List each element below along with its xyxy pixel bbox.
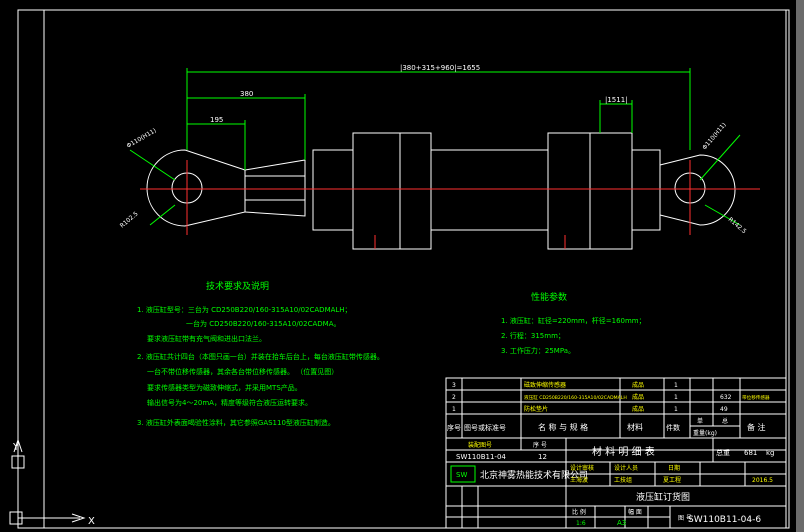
format-label: 幅 面 [628, 508, 642, 516]
tech-req-line: 输出信号为4～20mA，精度等级符合液压运转要求。 [147, 398, 312, 407]
bom-material: 成品 [632, 393, 644, 401]
date: 2016.5 [752, 477, 773, 484]
tech-req-line: 1. 液压缸型号：三台为 CD250B220/160-315A10/02CADM… [137, 305, 352, 314]
performance-line: 2. 行程：315mm； [501, 331, 565, 340]
tech-req-line: 要求液压缸带有充气阀和进出口法兰。 [147, 334, 266, 343]
approve-label: 设计审核 [570, 464, 594, 472]
bom-total-wt: 49 [720, 406, 728, 413]
bom-material: 成品 [632, 405, 644, 413]
date-label: 日期 [668, 464, 680, 472]
list-title: 材 料 明 细 表 [592, 445, 655, 458]
bom-qty: 1 [674, 382, 678, 389]
title-block-texts: 装配图号 SW110B11-04 序 号 12 材 料 明 细 表 总重 681… [450, 441, 775, 527]
ucs-x-label: X [88, 516, 95, 527]
ucs-icon [9, 438, 86, 525]
tech-req-line: 一台不带位移传感器，其余各台带位移传感器。 （位置见图） [147, 367, 338, 376]
seq-label: 序 号 [533, 441, 547, 449]
bom-remark: 带位移传感器 [742, 394, 770, 401]
tech-req-line: 2. 液压缸共计四台（本图只画一台）并装在拾车后台上，每台液压缸带传感器。 [137, 352, 384, 361]
dim-195: 195 [210, 116, 223, 124]
dimension-lines [129, 68, 741, 226]
bom-material: 成品 [632, 381, 644, 389]
left-clevis [146, 149, 246, 227]
bom-total-wt: 632 [720, 394, 732, 401]
performance-line: 3. 工作压力：25MPa。 [501, 346, 575, 355]
design-name: 工技组 [614, 476, 632, 484]
company-name: 北京神雾热能技术有限公司 [480, 469, 588, 481]
right-scrollbar[interactable] [796, 0, 804, 532]
seq: 12 [538, 453, 547, 461]
tech-req-line: 3. 液压缸外表面喝验性涂料，其它参照GAS110型液压缸制造。 [137, 418, 335, 427]
performance-lines: 1. 液压缸：缸径=220mm，杆径=160mm； 2. 行程：315mm； 3… [501, 316, 646, 355]
figno: SW110B11-04-6 [688, 515, 761, 525]
bom-header-name: 名 称 与 规 格 [538, 422, 588, 432]
bom-header-remark: 备 注 [747, 422, 766, 432]
format: A3 [617, 519, 626, 527]
dim-right-stroke: |1511| [605, 96, 628, 104]
ucs-y-label: Y [12, 442, 20, 453]
bom-name: 磁致伸缩传感器 [524, 381, 566, 389]
right-clevis [659, 154, 736, 226]
bom-header-total-sub: 总 [722, 417, 728, 425]
bom-name: 液压缸 CD250B220/160-315A10/02CADMALH [524, 394, 627, 401]
dim-380: 380 [240, 90, 253, 98]
drawing-no-label: 装配图号 [468, 441, 492, 449]
bom-no: 3 [452, 382, 456, 389]
scale-label: 比 例 [572, 508, 586, 516]
bom-header-material: 材料 [627, 422, 643, 432]
bom-no: 2 [452, 394, 456, 401]
bom-qty: 1 [674, 406, 678, 413]
bom-header-total-wt: 重量(kg) [693, 429, 717, 437]
weight-unit: kg [766, 449, 775, 457]
scale: 1:6 [576, 520, 586, 527]
bom-table: 3 磁致伸缩传感器 成品 1 2 液压缸 CD250B220/160-315A1… [447, 381, 770, 437]
tech-req-line: 要求传感器类型为磁致伸缩式，并采用MTS产品。 [147, 383, 302, 392]
weight-label: 总重 [716, 448, 730, 457]
sheet-title: 液压缸订货图 [636, 491, 690, 503]
bom-no: 1 [452, 406, 456, 413]
drawing-frame-inner [43, 9, 787, 529]
title-block [445, 377, 787, 529]
tech-req-line: 一台为 CD250B220/160-315A10/02CADMA。 [186, 319, 341, 328]
weight-value: 681 [744, 449, 757, 457]
cylinder-assembly [146, 132, 736, 250]
performance-line: 1. 液压缸：缸径=220mm，杆径=160mm； [501, 316, 646, 325]
company-logo-text: SW [456, 471, 467, 479]
approve-name: 王海波 [570, 476, 588, 484]
bom-name: 防松垫片 [524, 405, 548, 413]
bom-header-code: 图号或标准号 [464, 423, 506, 432]
engineer: 夏工程 [663, 476, 681, 484]
figno-label: 图 号 [678, 515, 692, 522]
drawing-no: SW110B11-04 [456, 453, 506, 461]
performance-title: 性能参数 [531, 291, 567, 303]
left-rod-end [244, 159, 306, 217]
design-label: 设计人员 [614, 464, 638, 472]
company-logo [450, 465, 476, 483]
tech-req-title: 技术要求及说明 [206, 280, 269, 292]
bom-qty: 1 [674, 394, 678, 401]
bom-header-no: 序号 [447, 423, 461, 432]
centerlines [140, 160, 760, 249]
bom-header-qty: 件数 [666, 423, 680, 432]
dim-overall: |380+315+960|=1655 [400, 64, 480, 72]
tech-req-lines: 1. 液压缸型号：三台为 CD250B220/160-315A10/02CADM… [137, 305, 384, 427]
bom-header-unit-wt: 单 [697, 417, 703, 425]
